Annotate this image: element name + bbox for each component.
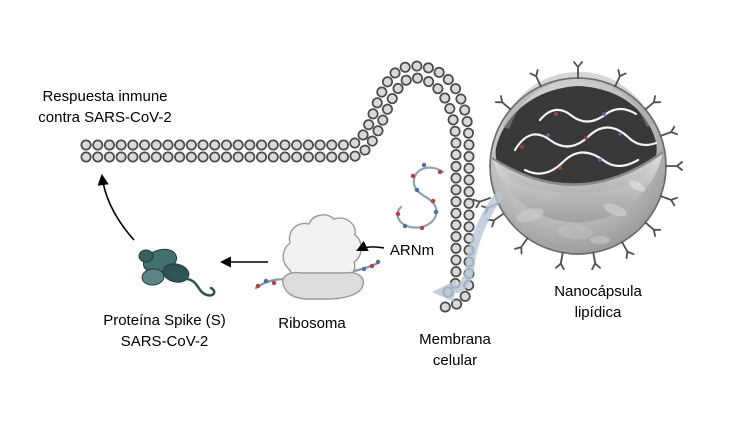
lipid-nanocapsule	[472, 61, 683, 271]
ribosome	[254, 214, 381, 300]
ribosome-label: Ribosoma	[278, 315, 346, 332]
entry-arrow	[432, 191, 504, 302]
ribosome-mrna-ticks	[255, 259, 381, 289]
arrow-mrna-to-ribosome	[356, 240, 385, 251]
capsule-mrna-ticks	[520, 112, 622, 170]
nanocapsule-label: Nanocápsula lipídica	[554, 283, 642, 321]
spike-protein-label: Proteína Spike (S) SARS-CoV-2	[103, 312, 226, 350]
arrow-spike-to-membrane	[97, 173, 135, 241]
cell-membrane-label: Membrana celular	[419, 331, 491, 369]
spike-protein	[138, 248, 216, 297]
mrna-label: ARNm	[389, 242, 435, 259]
immune-response-label: Respuesta inmune contra SARS-CoV-2	[38, 88, 172, 126]
arrows	[97, 173, 385, 268]
capsule-texture	[516, 180, 646, 244]
mrna-strand	[395, 162, 445, 231]
capsule-mrna-coils	[513, 107, 658, 175]
